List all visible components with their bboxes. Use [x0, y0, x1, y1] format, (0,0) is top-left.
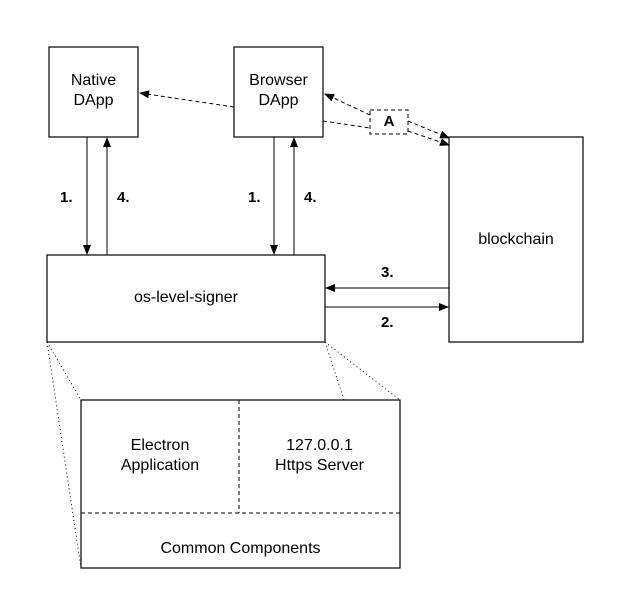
alt-path-to-blockchain-upper-arrow: [407, 120, 450, 139]
browser-request-step-label: 1.: [248, 189, 261, 206]
browser-dapp-label: Browser DApp: [249, 72, 308, 109]
zoom-line-right-inner: [324, 341, 345, 401]
https-server-label: 127.0.0.1 Https Server: [275, 437, 364, 474]
native-dapp-box: [48, 46, 139, 138]
signer-label: os-level-signer: [133, 289, 239, 306]
native-response-step-label: 4.: [117, 189, 130, 206]
signer-to-chain-step-label: 2.: [381, 314, 394, 331]
native-request-step-label: 1.: [60, 189, 73, 206]
alt-path-label: A: [383, 113, 395, 130]
browser-to-native-dashed-arrow: [139, 90, 235, 108]
components-box: [80, 399, 401, 569]
browser-response-step-label: 4.: [304, 189, 317, 206]
zoom-line-right-outer: [324, 341, 401, 401]
browser-to-alt-path-line: [322, 120, 371, 129]
common-components-label: Common Components: [160, 540, 321, 557]
blockchain-box: [448, 136, 584, 343]
zoom-line-left-inner: [46, 341, 82, 401]
browser-dapp-box: [233, 46, 324, 138]
signer-box: [46, 254, 326, 343]
alt-path-to-browser-arrow: [324, 93, 371, 116]
alt-path-box: [369, 109, 409, 135]
blockchain-label: blockchain: [478, 231, 554, 248]
zoom-line-left-outer: [46, 341, 82, 569]
chain-to-signer-step-label: 3.: [381, 264, 394, 281]
alt-path-to-blockchain-lower-arrow: [407, 130, 450, 146]
native-dapp-label: Native DApp: [70, 72, 117, 109]
electron-app-label: Electron Application: [120, 437, 200, 474]
